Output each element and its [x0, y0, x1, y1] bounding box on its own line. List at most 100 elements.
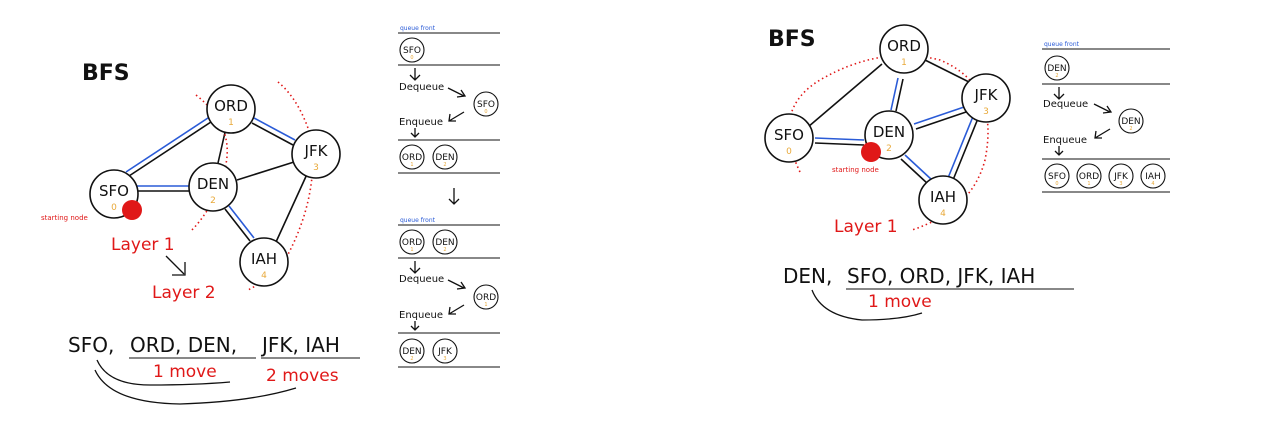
- left-queue2-bottom-jfk: JFK 3: [432, 338, 458, 364]
- left-edge-den-jfk: [236, 161, 295, 181]
- left-queue2-dequeued-ord: ORD 1: [473, 284, 499, 310]
- right-queue-bottom-iah: IAH 4: [1140, 163, 1166, 189]
- right-edge-jfk-iah: [947, 113, 980, 181]
- left-move2-arc: [94, 369, 297, 405]
- svg-text:ORD: ORD: [476, 293, 496, 303]
- svg-text:DEN: DEN: [1121, 117, 1140, 127]
- left-queue2-top-ord: ORD 1: [399, 229, 425, 255]
- svg-text:1: 1: [1087, 181, 1090, 187]
- left-move2-label: 2 moves: [266, 366, 339, 386]
- svg-text:2: 2: [410, 356, 413, 362]
- left-move1-arc: [96, 359, 231, 386]
- left-edge-ord-jfk: [251, 117, 296, 146]
- left-queue2-dequeue-label: Dequeue: [399, 274, 444, 285]
- left-order-first: SFO,: [68, 333, 114, 357]
- left-node-jfk: JFK 3: [291, 129, 341, 179]
- svg-text:DEN: DEN: [197, 175, 229, 193]
- svg-text:4: 4: [1151, 181, 1154, 187]
- svg-text:DEN: DEN: [435, 153, 454, 163]
- svg-text:1: 1: [484, 302, 487, 308]
- svg-text:1: 1: [410, 247, 413, 253]
- svg-text:0: 0: [786, 147, 792, 157]
- left-node-iah: IAH 4: [239, 237, 289, 287]
- right-edge-ord-den: [890, 77, 904, 112]
- svg-text:IAH: IAH: [1145, 172, 1161, 182]
- left-title: BFS: [82, 61, 130, 86]
- right-edge-den-jfk: [913, 105, 970, 130]
- svg-text:2: 2: [1055, 73, 1058, 79]
- svg-text:3: 3: [313, 163, 319, 173]
- svg-text:SFO: SFO: [477, 100, 495, 110]
- svg-text:ORD: ORD: [214, 97, 248, 115]
- left-queue2-top-den: DEN 2: [432, 229, 458, 255]
- svg-text:IAH: IAH: [251, 250, 277, 268]
- left-queue-transition-arrow: [448, 188, 460, 205]
- right-order-layer1: SFO, ORD, JFK, IAH: [847, 264, 1035, 288]
- right-layer1-boundary: [787, 54, 989, 231]
- left-queue2-bottom-den: DEN 2: [399, 338, 425, 364]
- right-queue: queue front DEN 2 Dequeue DEN 2 Enqueue …: [1042, 41, 1170, 193]
- svg-text:1: 1: [901, 58, 907, 68]
- right-edge-ord-jfk: [924, 59, 974, 85]
- svg-text:IAH: IAH: [930, 188, 956, 206]
- left-edge-ord-den: [217, 127, 227, 164]
- svg-text:4: 4: [261, 271, 267, 281]
- svg-text:0: 0: [111, 203, 117, 213]
- svg-text:4: 4: [940, 209, 946, 219]
- right-move1-arc: [811, 289, 923, 321]
- left-start-marker: [122, 200, 142, 220]
- left-queue: queue front SFO 0 Dequeue SFO 0 Enqueue …: [398, 25, 500, 368]
- left-layer2-label: Layer 2: [152, 283, 216, 303]
- left-queue2-enqueue-label: Enqueue: [399, 310, 443, 321]
- right-title: BFS: [768, 27, 816, 52]
- right-edge-sfo-ord: [807, 63, 883, 128]
- svg-text:0: 0: [484, 109, 487, 115]
- svg-text:0: 0: [410, 55, 413, 61]
- svg-text:JFK: JFK: [1113, 172, 1129, 182]
- left-queue2-front-label: queue front: [400, 217, 436, 224]
- svg-text:SFO: SFO: [774, 126, 804, 144]
- right-node-iah: IAH 4: [918, 175, 968, 225]
- right-edge-den-iah: [900, 154, 933, 185]
- left-queue1-dequeue-label: Dequeue: [399, 82, 444, 93]
- svg-text:ORD: ORD: [887, 37, 921, 55]
- left-queue1-bottom-ord: ORD 1: [399, 144, 425, 170]
- right-diagram: BFS SFO 0: [764, 24, 1074, 321]
- right-queue-dequeue-label: Dequeue: [1043, 99, 1088, 110]
- svg-text:2: 2: [886, 144, 892, 154]
- right-layer1-label: Layer 1: [834, 217, 898, 237]
- svg-text:SFO: SFO: [1048, 172, 1066, 182]
- svg-text:2: 2: [1129, 126, 1132, 132]
- svg-text:JFK: JFK: [437, 347, 453, 357]
- left-diagram: BFS SFO: [41, 61, 360, 405]
- left-queue1-bottom-den: DEN 2: [432, 144, 458, 170]
- right-starting-node-label: starting node: [832, 166, 879, 174]
- svg-text:SFO: SFO: [403, 46, 421, 56]
- right-queue-bottom-ord: ORD 1: [1076, 163, 1102, 189]
- svg-text:3: 3: [1119, 181, 1122, 187]
- svg-text:DEN: DEN: [435, 238, 454, 248]
- svg-text:ORD: ORD: [402, 153, 422, 163]
- right-move1-label: 1 move: [868, 292, 932, 312]
- left-queue1-front-label: queue front: [400, 25, 436, 32]
- svg-text:3: 3: [443, 356, 446, 362]
- right-start-marker: [861, 142, 881, 162]
- svg-text:JFK: JFK: [304, 142, 329, 160]
- svg-text:ORD: ORD: [402, 238, 422, 248]
- right-queue-top-den: DEN 2: [1044, 55, 1070, 81]
- left-layer-arrow: [165, 255, 186, 276]
- svg-text:SFO: SFO: [99, 182, 129, 200]
- right-queue-front-label: queue front: [1044, 41, 1080, 48]
- left-edge-sfo-ord: [125, 113, 218, 177]
- right-edge-sfo-den: [814, 137, 865, 146]
- svg-text:DEN: DEN: [873, 123, 905, 141]
- left-queue1-top-sfo: SFO 0: [399, 37, 425, 63]
- svg-text:2: 2: [210, 196, 216, 206]
- svg-text:DEN: DEN: [402, 347, 421, 357]
- svg-text:2: 2: [443, 247, 446, 253]
- left-order-layer1: ORD, DEN,: [130, 333, 237, 357]
- right-node-jfk: JFK 3: [961, 73, 1011, 123]
- right-queue-dequeued-den: DEN 2: [1118, 108, 1144, 134]
